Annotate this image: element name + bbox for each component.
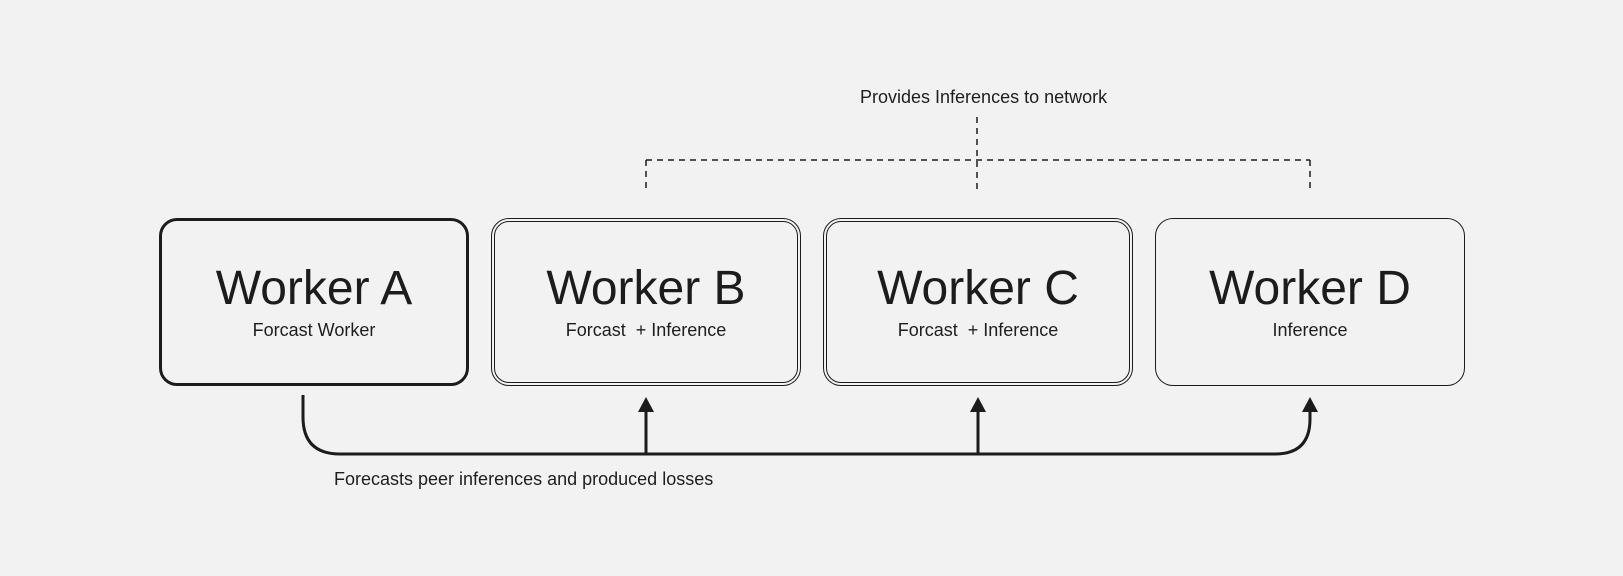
worker-d-role: Inference bbox=[1272, 319, 1348, 340]
worker-b-role: Forcast + Inference bbox=[565, 319, 727, 340]
worker-c-node: Worker C Forcast + Inference bbox=[823, 218, 1133, 386]
worker-c-title: Worker C bbox=[877, 261, 1079, 315]
worker-d-title: Worker D bbox=[1209, 261, 1411, 315]
arrow-head-d bbox=[1302, 397, 1318, 412]
arrow-head-b bbox=[638, 397, 654, 412]
forecast-flow-line bbox=[301, 395, 1312, 456]
forecast-flow-label: Forecasts peer inferences and produced l… bbox=[334, 469, 714, 489]
worker-b-title: Worker B bbox=[546, 261, 746, 315]
worker-b-node: Worker B Forcast + Inference bbox=[491, 218, 801, 386]
worker-a-role: Forcast Worker bbox=[252, 319, 376, 340]
worker-a-title: Worker A bbox=[215, 261, 413, 315]
worker-c-role: Forcast + Inference bbox=[897, 319, 1059, 340]
worker-a-node: Worker A Forcast Worker bbox=[159, 218, 469, 386]
worker-d-node: Worker D Inference bbox=[1155, 218, 1465, 386]
network-inference-label: Provides Inferences to network bbox=[860, 87, 1108, 107]
arrow-head-c bbox=[970, 397, 986, 412]
